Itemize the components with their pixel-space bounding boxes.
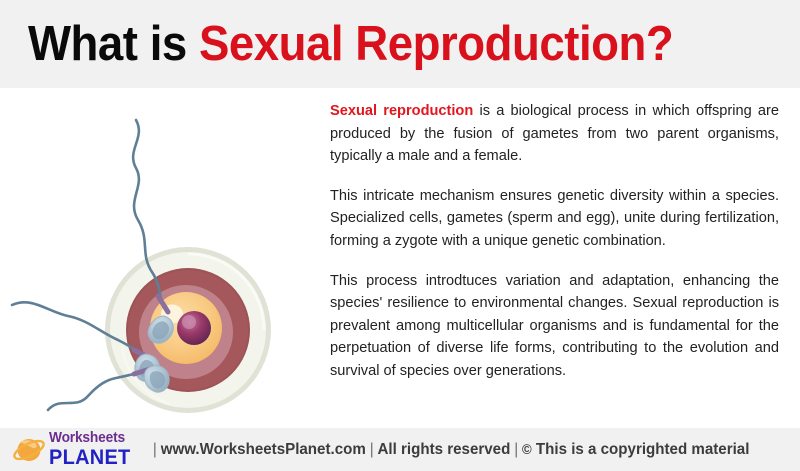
- logo-wordmark: Worksheets PLANET: [49, 431, 135, 468]
- paragraph-3: This process introdtuces variation and a…: [330, 270, 779, 383]
- footer-rights: All rights reserved: [377, 440, 511, 458]
- footer-sep-1: |: [152, 440, 157, 458]
- paragraph-2-body: This intricate mechanism ensures genetic…: [330, 187, 779, 249]
- copyright-icon: ©: [521, 441, 532, 457]
- sperm-cell-top: [131, 118, 174, 344]
- page-header: What is Sexual Reproduction?: [0, 0, 800, 88]
- paragraph-1-body: is a biological process in which offspri…: [330, 103, 779, 165]
- planet-icon: [13, 438, 45, 461]
- footer-sep-2: |: [369, 440, 374, 458]
- footer-website[interactable]: www.WorksheetsPlanet.com: [160, 440, 366, 458]
- footer-credits: |www.WorksheetsPlanet.com|All rights res…: [149, 440, 750, 459]
- fertilization-illustration: [0, 88, 320, 428]
- sperm-cell-penetrating: [46, 365, 170, 412]
- logo-top-word: Worksheets: [49, 430, 125, 447]
- page-footer: Worksheets PLANET |www.WorksheetsPlanet.…: [0, 428, 800, 471]
- footer-copyright-text: This is a copyrighted material: [535, 440, 750, 458]
- worksheets-planet-logo[interactable]: Worksheets PLANET: [13, 431, 135, 468]
- page-main: Sexual reproduction is a biological proc…: [0, 88, 800, 428]
- page-title-black: What is: [28, 16, 199, 71]
- egg-cell: [105, 247, 271, 413]
- paragraph-3-body: This process introdtuces variation and a…: [330, 272, 779, 379]
- article-text-column: Sexual reproduction is a biological proc…: [330, 100, 779, 383]
- logo-bottom-word: PLANET: [49, 445, 131, 469]
- footer-sep-3: |: [514, 440, 518, 458]
- page-title: What is Sexual Reproduction?: [28, 16, 674, 71]
- paragraph-2: This intricate mechanism ensures genetic…: [330, 185, 779, 253]
- paragraph-1: Sexual reproduction is a biological proc…: [330, 100, 779, 168]
- paragraph-1-lead: Sexual reproduction: [330, 103, 474, 119]
- page-title-red: Sexual Reproduction?: [198, 16, 674, 71]
